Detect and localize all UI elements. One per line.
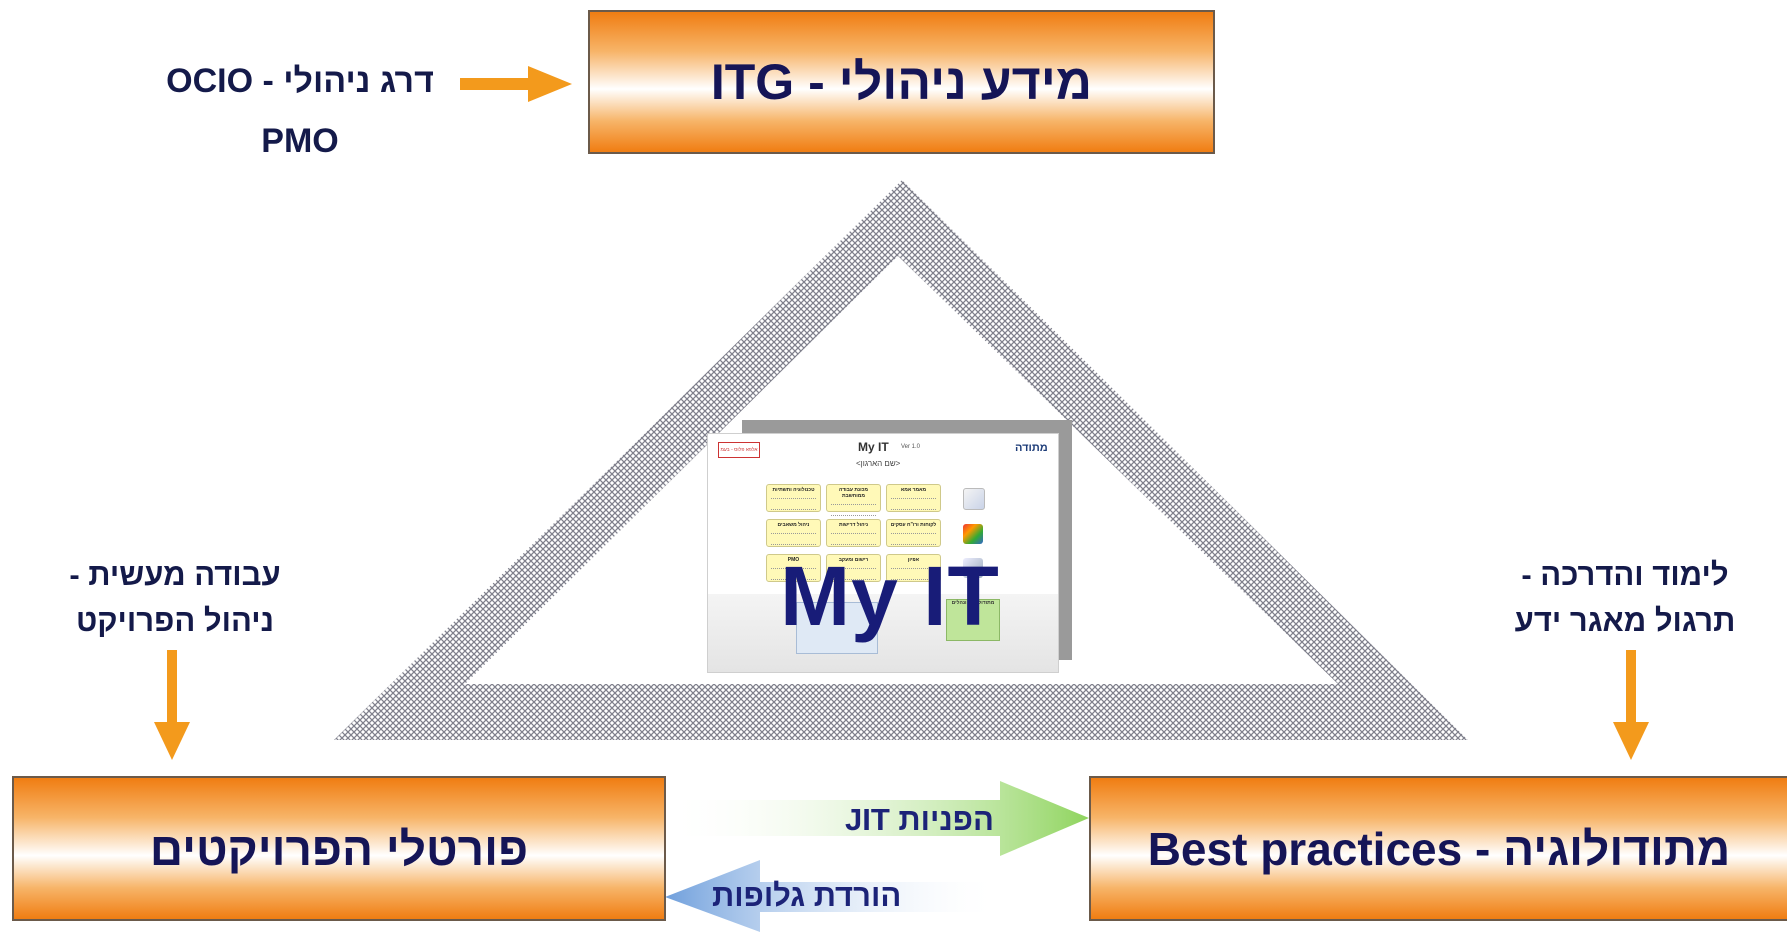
tile-9: PMO: [766, 554, 821, 582]
projects-portals-label: פורטלי הפרויקטים: [149, 822, 529, 875]
myit-screenshot: אלפא פלוס - בעמ My IT Ver 1.0 מתודה <שם …: [707, 433, 1059, 673]
color-grid-icon: [963, 524, 983, 544]
practice-label-line2: ניהול הפרויקט: [75, 603, 275, 638]
tile-1: מאמר אמא: [886, 484, 941, 512]
itg-box-label: מידע ניהולי - ITG: [710, 54, 1093, 110]
screenshot-title: My IT: [858, 440, 889, 454]
tile-5: ניהול דרישות: [826, 519, 881, 547]
tile-8-label: רישום ומעקב: [838, 557, 869, 563]
tile-3: טכנולוגיה ותשתיות: [766, 484, 821, 512]
arrow-down-left: [154, 650, 190, 760]
methodology-logo: מתודה: [1015, 442, 1048, 454]
tile-1-label: מאמר אמא: [900, 487, 927, 493]
tile-5-label: ניהול דרישות: [838, 522, 869, 528]
practice-label-line1: עבודה מעשית -: [69, 557, 281, 592]
tile-6-label: ניהול משאבים: [777, 522, 810, 528]
learning-label-line1: לימוד והדרכה -: [1521, 557, 1729, 592]
arrow-templates: [665, 860, 1000, 932]
green-panel: מתודולוגיות ונהלים: [946, 599, 1000, 641]
tile-4-label: לקוחות ורו"ח עסקים: [890, 522, 937, 528]
itg-box: מידע ניהולי - ITG: [588, 10, 1215, 154]
tile-7: אפיון: [886, 554, 941, 582]
pmo-label: PMO: [261, 122, 339, 160]
triangle-frame: [334, 180, 1468, 740]
projects-portals-box: פורטלי הפרויקטים: [12, 776, 666, 921]
learning-label-line2: תרגול מאגר ידע: [1514, 603, 1736, 638]
ruler-icon: [963, 558, 983, 578]
tile-8: רישום ומעקב: [826, 554, 881, 582]
tile-2-label: מכונת עבודה ממוחשבת: [839, 487, 868, 499]
tile-9-label: PMO: [787, 557, 800, 563]
arrow-jit: [665, 781, 1089, 856]
tile-6: ניהול משאבים: [766, 519, 821, 547]
screenshot-version: Ver 1.0: [901, 444, 921, 450]
methodology-label: מתודולוגיה - Best practices: [1147, 822, 1731, 875]
tile-3-label: טכנולוגיה ותשתיות: [772, 487, 815, 493]
tile-4: לקוחות ורו"ח עסקים: [886, 519, 941, 547]
arrow-down-right: [1613, 650, 1649, 760]
my-it-title: My IT: [780, 549, 1000, 643]
blue-panel: [796, 602, 878, 654]
pencil-icon: [963, 488, 985, 510]
templates-label: הורדת גלופות: [712, 878, 902, 913]
jit-label: הפניות JIT: [845, 802, 994, 837]
brand-logo: אלפא פלוס - בעמ: [718, 442, 760, 458]
org-name: <שם הארגון>: [856, 459, 901, 468]
arrow-to-top-box: [460, 66, 572, 102]
tile-7-label: אפיון: [907, 557, 920, 563]
ocio-label: דרג ניהולי - OCIO: [166, 62, 434, 100]
tile-2: מכונת עבודה ממוחשבת: [826, 484, 881, 516]
methodology-box: מתודולוגיה - Best practices: [1089, 776, 1787, 921]
